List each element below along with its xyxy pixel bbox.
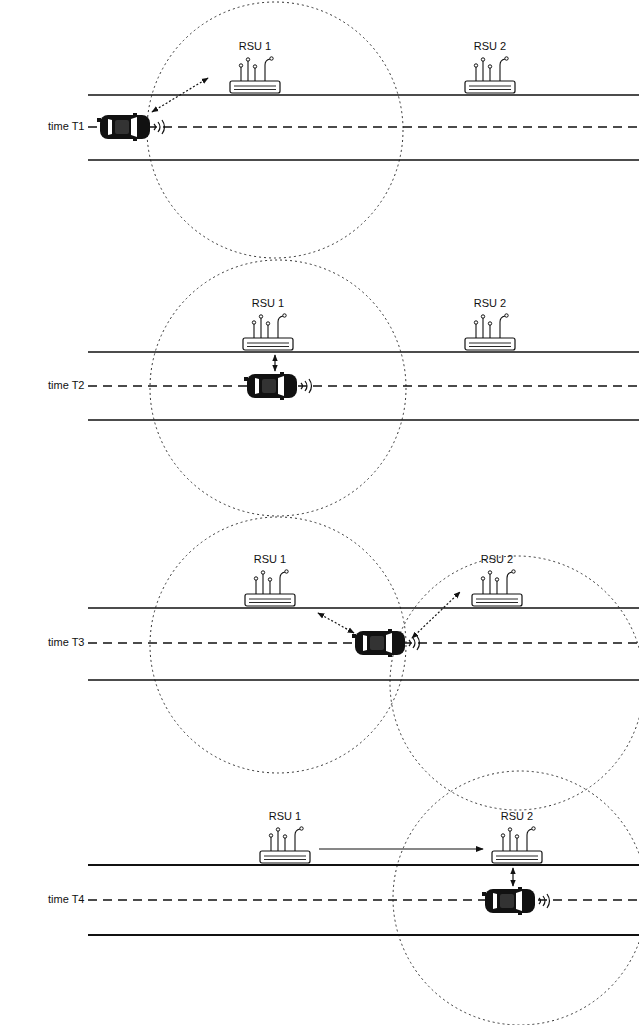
coverage-circle xyxy=(147,2,403,258)
vehicle xyxy=(482,887,550,915)
rsu-icon xyxy=(227,53,283,95)
vehicle xyxy=(97,113,165,141)
rsu-icon xyxy=(240,310,296,352)
unit-label: RSU 2 xyxy=(465,553,529,566)
rsu-unit: RSU 2 xyxy=(458,40,522,95)
unit-label: RSU 2 xyxy=(458,297,522,310)
road-edge xyxy=(88,934,639,936)
time-label: time T4 xyxy=(48,893,84,906)
road-edge xyxy=(88,679,639,681)
unit-label: RSU 1 xyxy=(238,553,302,566)
coverage-circle xyxy=(150,260,406,516)
road-edge xyxy=(88,351,639,353)
unit-label: RSU 2 xyxy=(458,40,522,53)
rsu-icon xyxy=(257,823,313,865)
rsu-icon xyxy=(242,566,298,608)
rsu-unit: RSU 1 xyxy=(223,40,287,95)
coverage-circle xyxy=(150,517,406,773)
rsu-unit: RSU 1 xyxy=(236,297,300,352)
unit-label: RSU 2 xyxy=(485,810,549,823)
radio-link xyxy=(152,78,208,112)
radio-link xyxy=(318,613,354,633)
rsu-unit: RSU 2 xyxy=(458,297,522,352)
road-edge xyxy=(88,864,639,866)
time-label: time T2 xyxy=(48,379,84,392)
handover-arrow xyxy=(319,848,483,849)
vehicle xyxy=(352,629,420,657)
unit-label: RSU 1 xyxy=(236,297,300,310)
road-edge xyxy=(88,94,639,96)
unit-label: RSU 1 xyxy=(253,810,317,823)
lane-divider xyxy=(88,385,639,386)
vehicle xyxy=(244,372,312,400)
radio-link xyxy=(412,592,460,638)
rsu-unit: RSU 1 xyxy=(238,553,302,608)
rsu-icon xyxy=(469,566,525,608)
rsu-unit: RSU 2 xyxy=(465,553,529,608)
rsu-unit: RSU 1 xyxy=(253,810,317,865)
rsu-icon xyxy=(489,823,545,865)
lane-divider xyxy=(88,899,639,900)
rsu-icon xyxy=(462,310,518,352)
rsu-icon xyxy=(462,53,518,95)
lane-divider xyxy=(88,126,639,127)
radio-link xyxy=(512,868,513,886)
coverage-circle xyxy=(393,771,639,1025)
road-edge xyxy=(88,159,639,161)
road-edge xyxy=(88,419,639,421)
time-panel xyxy=(88,771,639,1025)
time-panel xyxy=(88,2,639,258)
road-edge xyxy=(88,607,639,609)
time-panel xyxy=(88,517,639,810)
time-panel xyxy=(88,260,639,516)
coverage-circle xyxy=(390,556,639,810)
rsu-unit: RSU 2 xyxy=(485,810,549,865)
radio-link xyxy=(274,355,275,371)
time-label: time T1 xyxy=(48,120,84,133)
time-label: time T3 xyxy=(48,636,84,649)
unit-label: RSU 1 xyxy=(223,40,287,53)
